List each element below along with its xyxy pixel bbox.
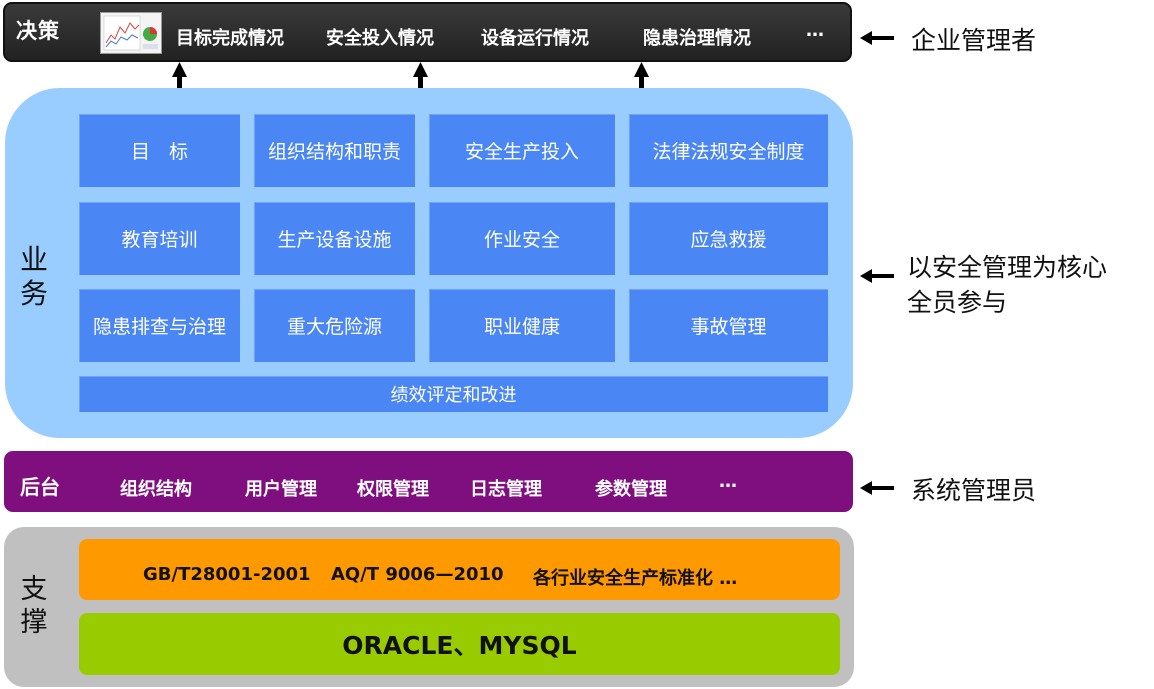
decision-item-more: … — [806, 20, 824, 41]
decision-item-goal-completion: 目标完成情况 — [176, 28, 284, 49]
module-operation-safety: 作业安全 — [429, 202, 615, 275]
standard-aq-t9006: AQ/T 9006—2010 — [331, 564, 504, 585]
arrow-head-icon — [413, 62, 428, 77]
decision-title: 决策 — [16, 19, 60, 43]
decision-item-equipment-operation: 设备运行情况 — [481, 28, 589, 49]
module-major-hazard: 重大危险源 — [254, 289, 415, 362]
left-arrow-icon — [860, 269, 894, 283]
module-organization: 组织结构和职责 — [254, 114, 415, 187]
standard-industry: 各行业安全生产标准化 … — [533, 568, 738, 589]
admin-item-parameter-management: 参数管理 — [595, 479, 667, 500]
module-laws-regulations: 法律法规安全制度 — [629, 114, 828, 187]
module-emergency-rescue: 应急救援 — [629, 202, 828, 275]
dashboard-thumbnail-icon — [100, 12, 162, 54]
arrow-head-icon — [172, 62, 187, 77]
left-arrow-icon — [860, 31, 894, 45]
decision-item-safety-investment: 安全投入情况 — [326, 28, 434, 49]
module-goal: 目 标 — [79, 114, 240, 187]
module-education-training: 教育培训 — [79, 202, 240, 275]
support-title: 支撑 — [20, 574, 48, 638]
standards-bar — [79, 539, 840, 600]
module-occupational-health: 职业健康 — [429, 289, 615, 362]
left-arrow-icon — [860, 481, 894, 495]
admin-item-user-management: 用户管理 — [245, 479, 317, 500]
admin-item-organization: 组织结构 — [120, 479, 192, 500]
admin-title: 后台 — [20, 475, 60, 499]
admin-item-log-management: 日志管理 — [470, 479, 542, 500]
role-system-admin: 系统管理员 — [911, 476, 1037, 505]
standard-gb-t28001: GB/T28001-2001 — [143, 564, 311, 585]
module-accident-management: 事故管理 — [629, 289, 828, 362]
module-production-equipment: 生产设备设施 — [254, 202, 415, 275]
decision-item-hazard-governance: 隐患治理情况 — [643, 28, 751, 49]
module-safety-investment: 安全生产投入 — [429, 114, 615, 187]
admin-layer — [4, 451, 853, 512]
admin-item-more: … — [719, 471, 737, 492]
database-bar: ORACLE、MYSQL — [79, 613, 840, 675]
role-enterprise-manager: 企业管理者 — [911, 26, 1037, 55]
role-all-staff: 全员参与 — [907, 288, 1008, 317]
business-title: 业务 — [19, 243, 48, 310]
role-safety-core: 以安全管理为核心 — [907, 253, 1108, 282]
module-hazard-investigation: 隐患排查与治理 — [79, 289, 240, 362]
module-performance-evaluation: 绩效评定和改进 — [79, 376, 828, 412]
arrow-head-icon — [634, 62, 649, 77]
admin-item-permission-management: 权限管理 — [357, 479, 429, 500]
